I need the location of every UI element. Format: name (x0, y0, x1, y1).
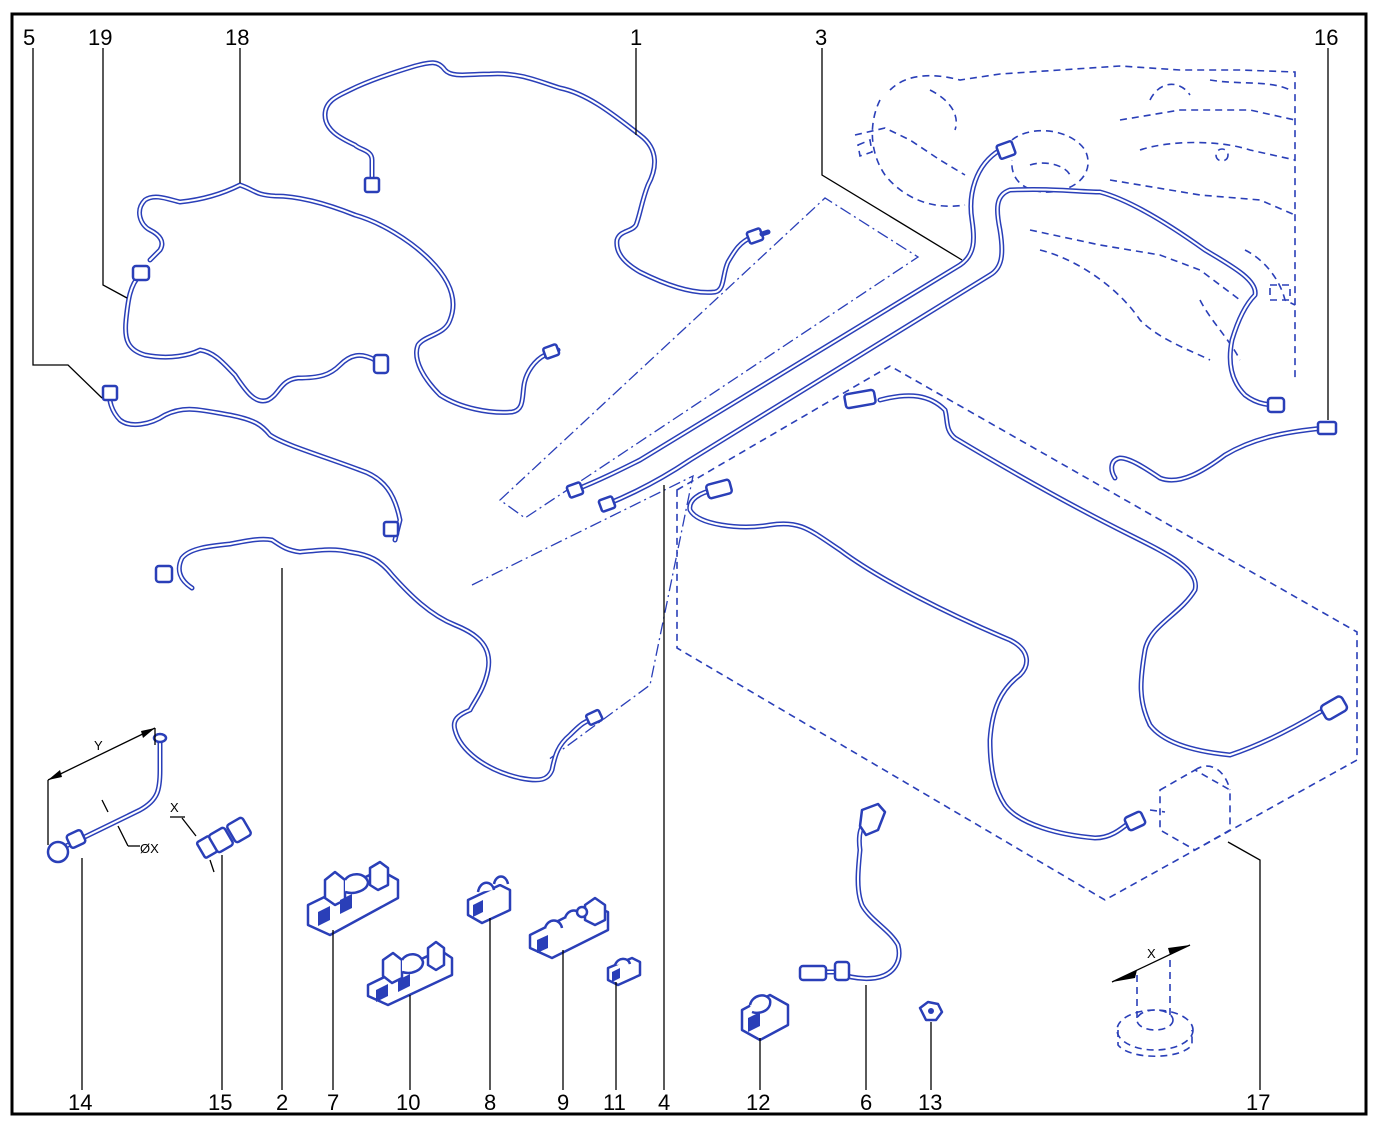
pipe-clip-12[interactable] (740, 993, 790, 1042)
union-nut-15[interactable]: X (170, 800, 252, 873)
nut-13[interactable] (918, 1000, 944, 1022)
assembly-box-4 (471, 474, 694, 761)
leader-lines (32, 48, 1329, 1090)
callout-3: 3 (815, 25, 827, 50)
dimension-diameter-label: ØX (140, 841, 159, 856)
assembly-box-3 (498, 197, 920, 519)
pipe-clip-11[interactable] (606, 956, 642, 987)
pipe-end-14[interactable] (46, 732, 168, 864)
pipe-clip-9[interactable] (528, 896, 610, 960)
brake-hose-6[interactable] (798, 802, 902, 982)
brake-pipe-18[interactable] (137, 182, 561, 415)
callout-19: 19 (88, 25, 112, 50)
brake-hose-16[interactable] (1109, 420, 1338, 483)
pipe-clip-7[interactable] (306, 860, 400, 937)
dimension-x-label: X (170, 800, 179, 815)
brake-pipe-4[interactable] (597, 186, 1286, 513)
vehicle-body-outline (854, 65, 1296, 380)
callout-7: 7 (327, 1090, 339, 1115)
assembly-box-17 (676, 365, 1358, 901)
callout-6: 6 (860, 1090, 872, 1115)
callout-10: 10 (396, 1090, 420, 1115)
brake-pipe-19[interactable] (123, 264, 390, 404)
brake-pipe-5[interactable] (101, 384, 403, 543)
callout-11: 11 (603, 1090, 626, 1115)
callout-9: 9 (557, 1090, 569, 1115)
callout-12: 12 (746, 1090, 770, 1115)
dimension-y-label: Y (94, 738, 103, 753)
diagram-frame (10, 12, 1368, 1116)
brake-pipe-2[interactable] (154, 536, 604, 783)
callout-4: 4 (658, 1090, 670, 1115)
callout-1: 1 (630, 25, 642, 50)
callout-15: 15 (208, 1090, 232, 1115)
pipe-clip-10[interactable] (366, 940, 454, 1007)
dimension-y: Y (47, 727, 156, 845)
brake-pipe-3[interactable] (565, 139, 1017, 499)
callout-labels: 5 19 18 1 3 16 14 15 2 7 10 8 9 11 4 12 … (23, 25, 1338, 1115)
grommet-x-label: X (1147, 946, 1156, 961)
pipe-clip-8[interactable] (466, 875, 512, 925)
callout-8: 8 (484, 1090, 496, 1115)
callout-2: 2 (276, 1090, 288, 1115)
brake-pipe-1[interactable] (322, 60, 771, 295)
brake-distributor-outline (1149, 765, 1231, 851)
brake-pipe-17-lower[interactable] (687, 478, 1147, 841)
grommet-x[interactable]: X (1111, 944, 1194, 1058)
dimension-diameter: ØX (101, 799, 159, 856)
callout-14: 14 (68, 1090, 92, 1115)
callout-16: 16 (1314, 25, 1338, 50)
callout-18: 18 (225, 25, 249, 50)
brake-pipe-17[interactable] (843, 388, 1349, 758)
callout-5: 5 (23, 25, 35, 50)
callout-17: 17 (1246, 1090, 1270, 1115)
callout-13: 13 (918, 1090, 942, 1115)
